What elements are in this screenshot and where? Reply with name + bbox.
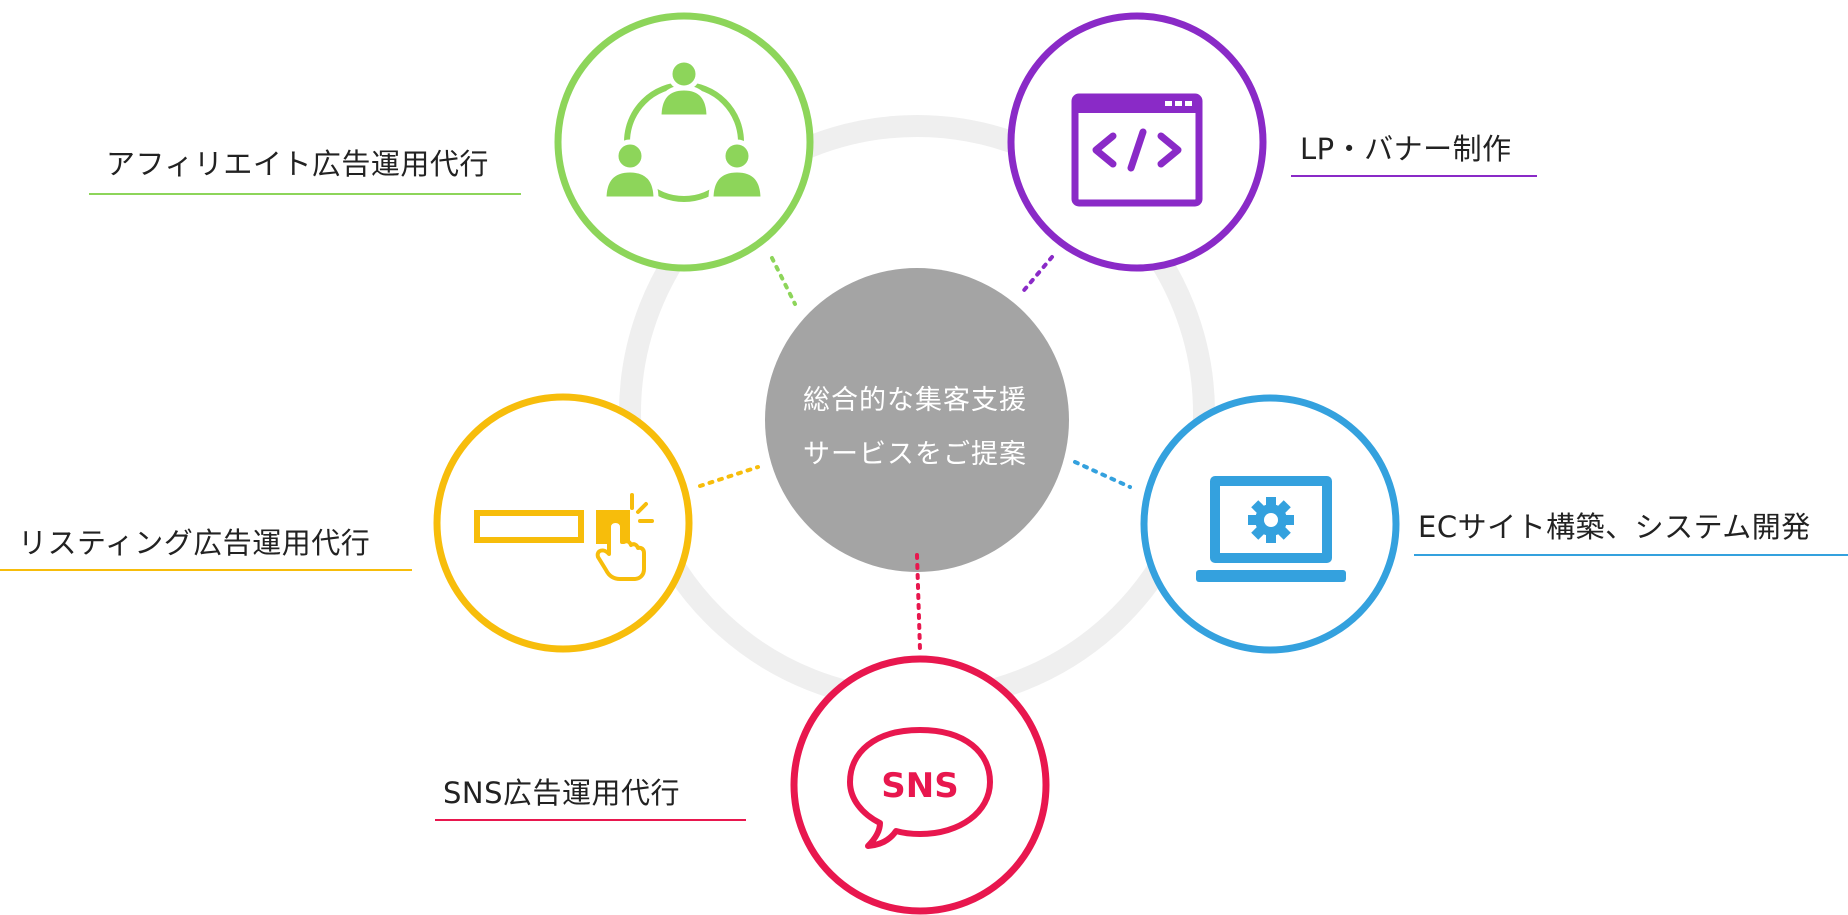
label-lp-banner: LP・バナー制作: [1300, 132, 1512, 166]
label-affiliate: アフィリエイト広告運用代行: [106, 147, 489, 181]
connector-lp-banner: [1018, 255, 1054, 297]
service-node-affiliate: [554, 12, 814, 272]
code-window-icon: [1071, 93, 1203, 207]
label-listing: リスティング広告運用代行: [18, 526, 371, 560]
sns-speech-bubble-icon: SNS: [847, 727, 993, 849]
center-title-line2: サービスをご提案: [803, 439, 1027, 470]
service-node-ec-system: [1140, 394, 1400, 654]
underline-ec-system: [1414, 554, 1848, 556]
underline-sns: [435, 819, 746, 821]
center-title-line1: 総合的な集客支援: [803, 385, 1027, 416]
underline-affiliate: [89, 193, 521, 195]
underline-lp-banner: [1291, 175, 1537, 177]
search-click-icon: [474, 493, 654, 581]
center-circle: [765, 268, 1069, 572]
sns-icon-text: SNS: [881, 766, 958, 806]
service-node-listing: [433, 393, 693, 653]
service-node-sns: SNS: [790, 655, 1050, 915]
connector-sns: [915, 553, 922, 652]
people-network-icon: [601, 57, 766, 202]
label-ec-system: ECサイト構築、システム開発: [1418, 510, 1811, 544]
underline-listing: [0, 569, 412, 571]
connector-listing: [698, 465, 760, 488]
laptop-gear-icon: [1196, 476, 1346, 582]
connector-ec-system: [1073, 460, 1132, 489]
label-sns: SNS広告運用代行: [443, 776, 681, 810]
connector-affiliate: [770, 256, 797, 306]
service-node-lp-banner: [1007, 12, 1267, 272]
